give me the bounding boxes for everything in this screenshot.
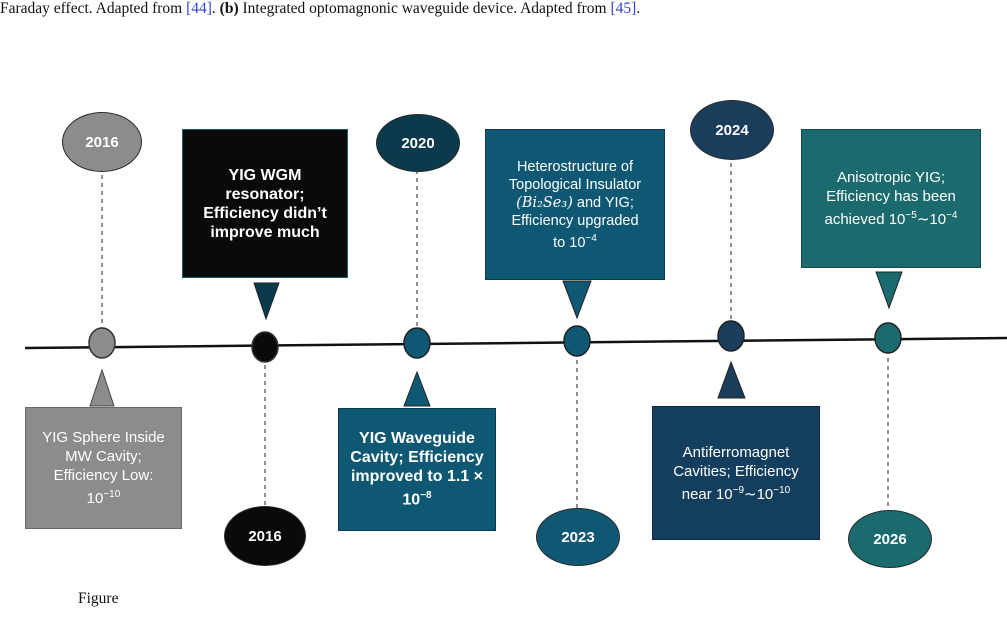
value-base: near 10 bbox=[681, 485, 733, 503]
value-exponent: −4 bbox=[946, 210, 958, 221]
caption-text: Faraday effect. Adapted from bbox=[0, 0, 187, 17]
event-text: YIG Waveguide bbox=[359, 430, 475, 448]
axis-marker-2016-a bbox=[88, 327, 116, 359]
year-label: 2020 bbox=[401, 134, 435, 152]
axis-marker-2026 bbox=[874, 322, 902, 354]
axis-marker-2024 bbox=[717, 320, 745, 352]
year-badge-2016-b: 2016 bbox=[224, 506, 306, 566]
year-label: 2024 bbox=[715, 121, 749, 139]
callout-pointer-2026 bbox=[875, 271, 903, 310]
event-text: Efficiency upgraded bbox=[511, 212, 639, 229]
figure-caption: Faraday effect. Adapted from [44]. (b) I… bbox=[0, 0, 1007, 18]
value-base: 10 bbox=[86, 490, 104, 507]
event-efficiency-value: 10−8 bbox=[350, 486, 483, 509]
value-base: ∼10 bbox=[916, 211, 947, 228]
event-text: YIG WGM bbox=[228, 166, 302, 184]
event-text: Efficiency Low: bbox=[53, 467, 154, 484]
event-text: MW Cavity; bbox=[65, 448, 142, 465]
event-box-topological-insulator: Heterostructure of Topological Insulator… bbox=[485, 129, 665, 280]
event-text: Efficiency didn’t bbox=[203, 204, 327, 222]
value-exponent: −8 bbox=[420, 490, 432, 502]
year-badge-2020: 2020 bbox=[376, 114, 460, 172]
year-badge-2024: 2024 bbox=[690, 100, 774, 160]
caption-panel-label: (b) bbox=[219, 0, 239, 17]
event-text: resonator; bbox=[225, 185, 305, 203]
event-text: Heterostructure of bbox=[516, 158, 634, 175]
event-text: improved to 1.1 × bbox=[350, 468, 484, 486]
value-base: ∼10 bbox=[744, 485, 774, 503]
year-badge-2016-a: 2016 bbox=[62, 112, 142, 172]
year-badge-2026: 2026 bbox=[848, 510, 932, 568]
value-exponent: −9 bbox=[732, 484, 745, 496]
caption-text: Integrated optomagnonic waveguide device… bbox=[238, 0, 611, 17]
callout-pointer-2016-a bbox=[89, 368, 115, 407]
caption-text: . bbox=[636, 0, 641, 17]
axis-marker-2023 bbox=[563, 325, 591, 357]
event-text: Cavity; Efficiency bbox=[350, 449, 484, 467]
event-efficiency-value: achieved 10−5∼10−4 bbox=[825, 206, 958, 229]
event-text: Anisotropic YIG; bbox=[836, 169, 946, 186]
value-base: to 10 bbox=[553, 234, 586, 251]
value-base: 10 bbox=[402, 491, 421, 509]
value-exponent: −10 bbox=[773, 484, 791, 496]
event-box-antiferromagnet: Antiferromagnet Cavities; Efficiency nea… bbox=[652, 406, 820, 540]
event-text: Cavities; Efficiency bbox=[673, 462, 799, 480]
chemical-formula: (Bi₂Se₃) bbox=[516, 194, 573, 211]
year-label: 2026 bbox=[873, 530, 907, 548]
value-exponent: −5 bbox=[905, 210, 917, 221]
event-text: and YIG; bbox=[572, 194, 634, 211]
timeline-axis bbox=[24, 336, 1007, 350]
callout-pointer-2016-b bbox=[253, 282, 280, 321]
figure-label-partial: Figure bbox=[78, 590, 119, 607]
reference-link-44[interactable]: [44] bbox=[186, 0, 212, 17]
event-box-yig-sphere: YIG Sphere Inside MW Cavity; Efficiency … bbox=[25, 407, 182, 529]
value-exponent: −10 bbox=[103, 489, 121, 500]
value-exponent: −4 bbox=[585, 232, 597, 244]
reference-link-45[interactable]: [45] bbox=[610, 0, 637, 17]
event-text: YIG Sphere Inside bbox=[42, 429, 165, 446]
year-label: 2023 bbox=[561, 528, 595, 546]
year-badge-2023: 2023 bbox=[536, 508, 620, 566]
callout-pointer-2023 bbox=[562, 280, 592, 320]
event-text: improve much bbox=[210, 223, 320, 241]
event-efficiency-value: to 10−4 bbox=[509, 230, 641, 252]
event-box-yig-waveguide: YIG Waveguide Cavity; Efficiency improve… bbox=[338, 408, 496, 531]
event-text: Antiferromagnet bbox=[682, 443, 790, 461]
event-box-yig-wgm: YIG WGM resonator; Efficiency didn’t imp… bbox=[182, 129, 348, 278]
event-text: (Bi₂Se₃) and YIG; bbox=[509, 194, 641, 212]
axis-marker-2016-b bbox=[251, 331, 279, 363]
event-efficiency-value: 10−10 bbox=[42, 485, 165, 508]
event-efficiency-value: near 10−9∼10−10 bbox=[673, 481, 799, 504]
year-label: 2016 bbox=[248, 527, 282, 545]
axis-marker-2020 bbox=[403, 327, 431, 359]
event-box-anisotropic-yig: Anisotropic YIG; Efficiency has been ach… bbox=[801, 129, 981, 268]
callout-pointer-2024 bbox=[717, 360, 746, 399]
event-text: Topological Insulator bbox=[508, 176, 642, 193]
value-base: achieved 10 bbox=[824, 211, 906, 228]
caption-text: . bbox=[211, 0, 220, 17]
year-label: 2016 bbox=[85, 133, 119, 151]
event-text: Efficiency has been bbox=[826, 188, 956, 205]
callout-pointer-2020 bbox=[403, 370, 431, 407]
